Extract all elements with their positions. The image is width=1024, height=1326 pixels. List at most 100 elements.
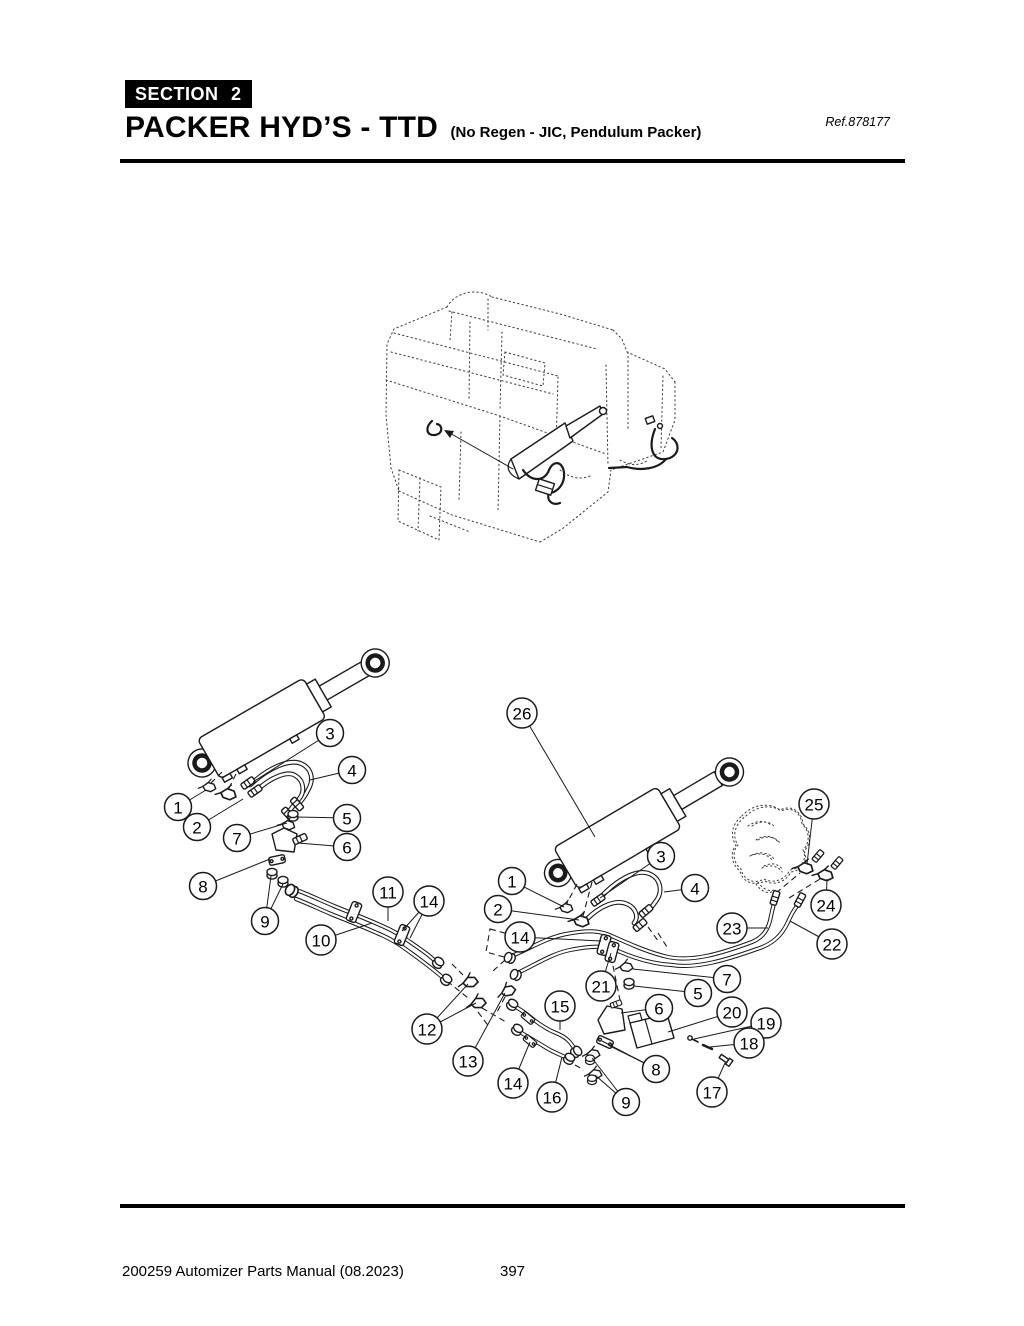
svg-text:10: 10 (312, 932, 331, 951)
alignment-dashes (208, 771, 821, 1071)
svg-text:17: 17 (703, 1084, 722, 1103)
svg-text:1: 1 (173, 799, 182, 818)
svg-text:8: 8 (651, 1061, 660, 1080)
callout-10: 10 (305, 924, 337, 956)
callout-5: 5 (332, 803, 362, 833)
svg-text:26: 26 (513, 705, 532, 724)
svg-text:2: 2 (493, 901, 502, 920)
header-rule (120, 159, 905, 163)
left-tube-assembly (282, 881, 455, 988)
svg-text:23: 23 (723, 920, 742, 939)
title-row: PACKER HYD’S - TTD (No Regen - JIC, Pend… (125, 111, 701, 145)
svg-text:14: 14 (504, 1075, 523, 1094)
callout-6: 6 (644, 993, 674, 1023)
svg-text:20: 20 (723, 1004, 742, 1023)
bottom-right-hardware (581, 999, 734, 1086)
bottom-tube-assembly (504, 996, 585, 1067)
svg-text:2: 2 (192, 819, 201, 838)
callout-18: 18 (733, 1027, 765, 1059)
callout-26: 26 (506, 697, 538, 729)
callout-5: 5 (683, 978, 713, 1008)
footer-rule (120, 1204, 905, 1208)
right-tube-assembly (502, 889, 807, 990)
callout-17: 17 (696, 1076, 728, 1108)
svg-text:5: 5 (693, 985, 702, 1004)
right-fittings (554, 892, 655, 933)
pointer-arrow (426, 419, 514, 470)
manifold-block (597, 1005, 626, 1035)
callout-7: 7 (222, 823, 252, 853)
leader-line-26 (521, 712, 596, 838)
callout-24: 24 (810, 889, 842, 921)
bolt-17 (718, 1053, 734, 1068)
callout-11: 11 (372, 876, 404, 908)
svg-text:22: 22 (823, 936, 842, 955)
callout-1: 1 (497, 866, 527, 896)
frame-wireframe (385, 291, 676, 543)
installed-valve-cluster (607, 415, 810, 893)
callout-1: 1 (163, 792, 193, 822)
callout-9: 9 (250, 906, 280, 936)
callout-9: 9 (611, 1087, 641, 1117)
svg-text:18: 18 (740, 1035, 759, 1054)
left-fittings (197, 775, 309, 888)
footer-page-number: 397 (500, 1263, 526, 1280)
svg-text:11: 11 (379, 884, 397, 903)
callout-6: 6 (332, 832, 362, 862)
svg-text:4: 4 (347, 762, 356, 781)
callout-21: 21 (585, 970, 617, 1002)
callout-14: 14 (497, 1067, 529, 1099)
callout-7: 7 (712, 964, 742, 994)
callout-4: 4 (680, 873, 710, 903)
svg-text:9: 9 (260, 913, 269, 932)
callout-4: 4 (337, 755, 367, 785)
installed-hoses (521, 462, 566, 505)
leader-line-7 (632, 968, 728, 980)
callout-12: 12 (411, 1013, 443, 1045)
svg-text:7: 7 (232, 830, 241, 849)
svg-text:13: 13 (459, 1053, 478, 1072)
svg-text:5: 5 (342, 810, 351, 829)
section-badge: SECTION 2 (125, 80, 252, 108)
callout-8: 8 (188, 871, 218, 901)
installed-view (385, 291, 810, 893)
callout-20: 20 (716, 996, 748, 1028)
callout-13: 13 (452, 1045, 484, 1077)
callout-23: 23 (716, 912, 748, 944)
svg-text:14: 14 (420, 893, 439, 912)
svg-text:1: 1 (507, 873, 516, 892)
leader-line-3 (252, 732, 331, 783)
svg-text:24: 24 (817, 897, 836, 916)
callout-2: 2 (182, 812, 212, 842)
right-cylinder (543, 757, 745, 894)
screw-19 (687, 1035, 693, 1041)
installed-cylinder (507, 405, 608, 480)
svg-text:9: 9 (621, 1094, 630, 1113)
svg-text:25: 25 (805, 796, 824, 815)
svg-text:6: 6 (342, 839, 351, 858)
callout-15: 15 (544, 990, 576, 1022)
callout-8: 8 (641, 1054, 671, 1084)
callout-25: 25 (798, 788, 830, 820)
callout-3: 3 (315, 718, 345, 748)
svg-text:12: 12 (418, 1021, 437, 1040)
svg-text:14: 14 (511, 929, 530, 948)
callout-2: 2 (483, 894, 513, 924)
svg-text:3: 3 (325, 725, 334, 744)
page-subtitle: (No Regen - JIC, Pendulum Packer) (450, 124, 702, 141)
svg-text:6: 6 (654, 1000, 663, 1019)
page-title: PACKER HYD’S - TTD (125, 111, 439, 144)
svg-text:4: 4 (690, 880, 699, 899)
exploded-view (187, 648, 844, 1086)
svg-text:15: 15 (551, 998, 570, 1017)
svg-text:8: 8 (198, 878, 207, 897)
valve-cluster-dotted (733, 806, 809, 891)
svg-text:3: 3 (656, 848, 665, 867)
footer-manual-title: 200259 Automizer Parts Manual (08.2023) (122, 1263, 404, 1280)
svg-text:7: 7 (722, 971, 731, 990)
reference-number: Ref.878177 (825, 115, 890, 129)
callout-22: 22 (816, 928, 848, 960)
